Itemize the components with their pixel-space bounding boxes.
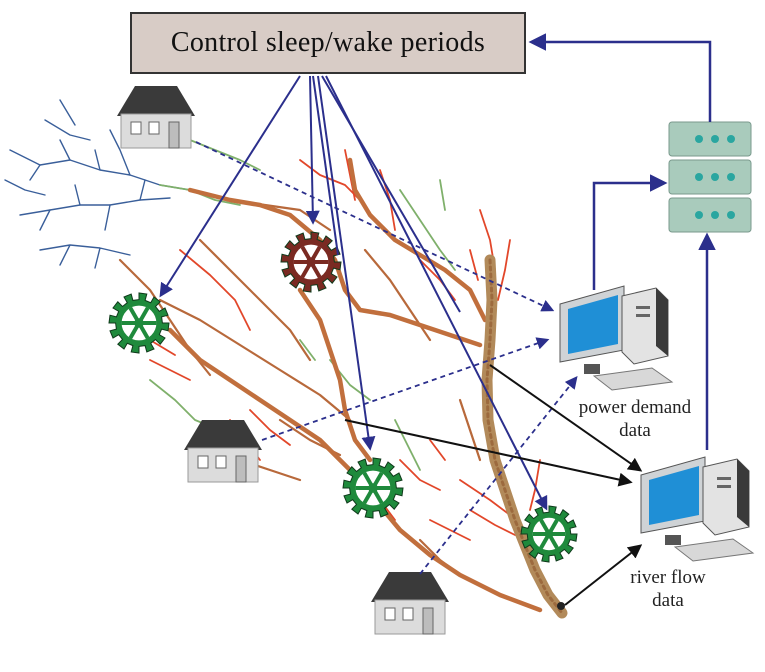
house-icon [117, 86, 195, 149]
river-flow-label: river flow data [608, 566, 728, 612]
flow-links [344, 364, 643, 606]
control-box: Control sleep/wake periods [130, 12, 526, 74]
server-icon [668, 121, 752, 233]
gear-icon [108, 292, 170, 354]
gear-icon [342, 457, 404, 519]
house-icon [184, 420, 262, 483]
gear-icon [280, 231, 342, 293]
power-demand-line1: power demand [578, 397, 692, 418]
house-icon [371, 572, 449, 635]
power-demand-line2: data [619, 420, 651, 441]
river-flow-line1: river flow [630, 567, 706, 588]
gear-icon [520, 505, 578, 563]
river-network [4, 99, 568, 619]
power-demand-label: power demand data [560, 396, 710, 442]
computer-icon [559, 285, 674, 391]
control-box-arrows [312, 75, 461, 313]
house-links [195, 141, 578, 575]
river-flow-line2: data [652, 590, 684, 611]
computer-icon [640, 456, 755, 562]
control-box-label: Control sleep/wake periods [170, 27, 486, 58]
server-links [528, 33, 716, 450]
